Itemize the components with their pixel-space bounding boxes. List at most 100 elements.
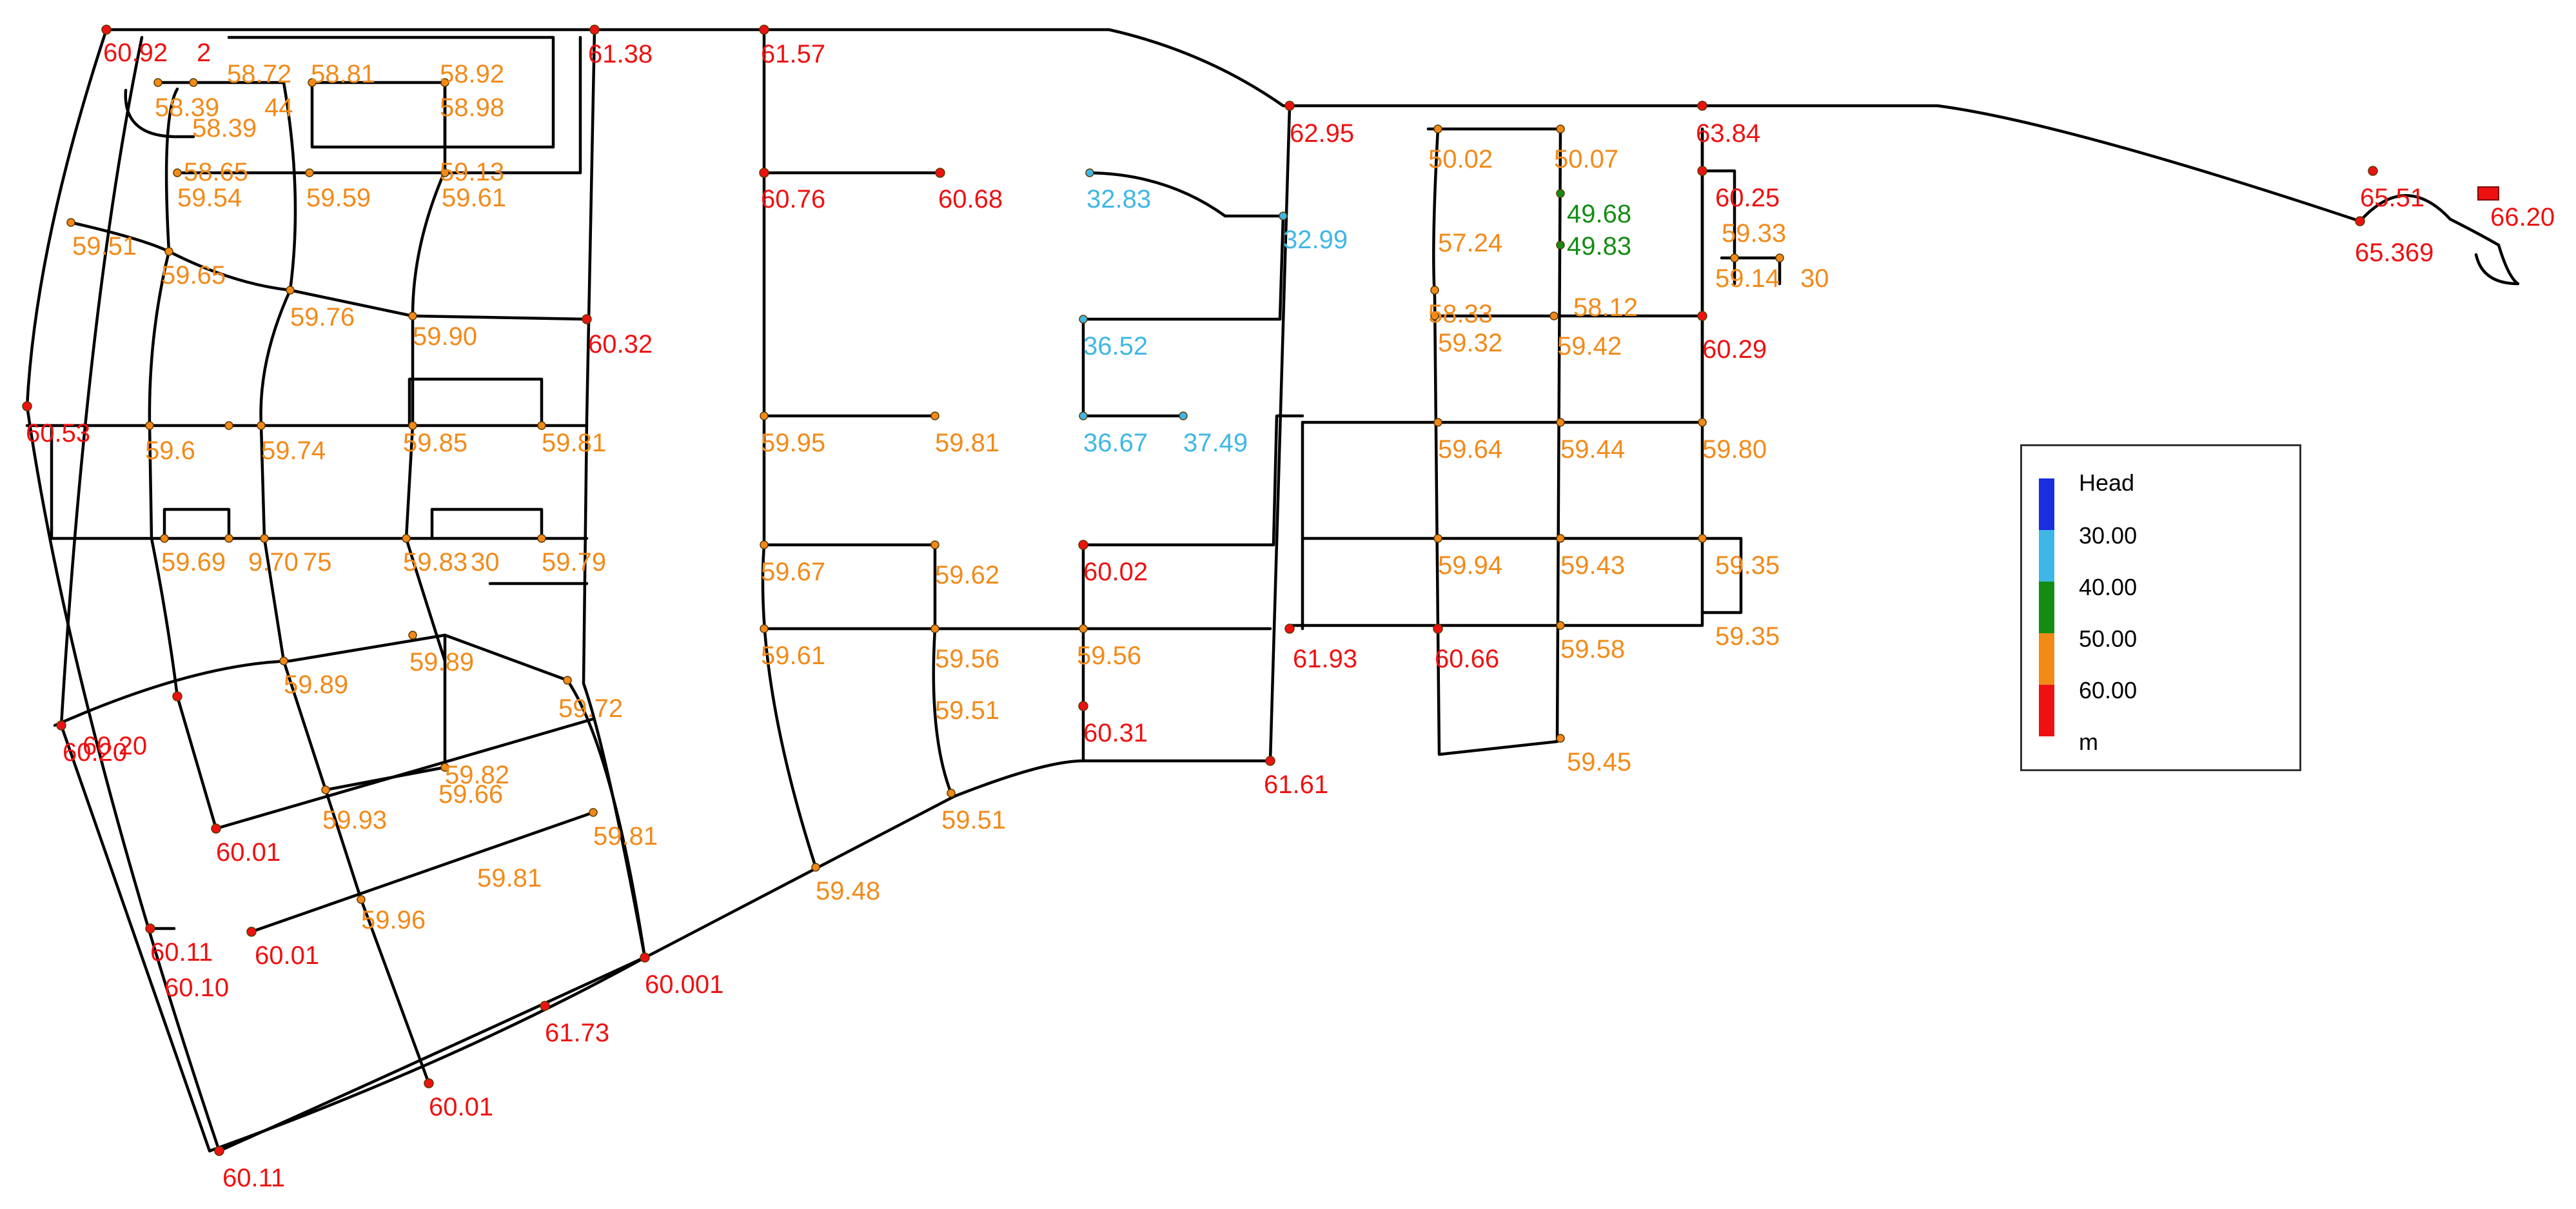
node-marker [947,789,956,798]
node-head-label: 59.89 [409,648,474,676]
node-head-label: 60.76 [761,185,825,213]
top-left-spur [69,87,179,253]
node-marker [160,534,169,543]
grid-row-1 [167,250,589,321]
node-marker [1279,211,1288,221]
legend-label-40: 40.00 [2079,574,2138,600]
node-head-label: 60.53 [26,419,90,447]
node-marker [1556,534,1565,543]
node-marker [935,168,945,178]
node-head-label: 32.99 [1283,226,1348,254]
east-loop-outer [1426,127,1562,756]
node-marker [640,952,650,963]
west-boundary-pipe [25,28,221,1153]
node-marker [224,534,233,543]
node-head-label: 59.65 [161,261,226,290]
node-marker [279,656,288,665]
node-head-label: 36.52 [1083,332,1148,360]
legend-label-30: 30.00 [2079,522,2138,549]
node-head-label: 60.10 [164,974,229,1002]
tank-icon [2477,186,2499,201]
node-head-label: 49.68 [1567,200,1631,228]
cyan-branches [1081,214,1304,547]
node-marker [1433,624,1443,634]
node-head-label: 59.96 [361,906,426,934]
node-head-label: 59.81 [542,429,606,457]
node-head-label: 60.001 [645,970,723,999]
node-head-label: 59.61 [442,184,506,212]
node-marker [224,421,233,430]
loop-top-d [175,35,582,175]
legend-label-50: 50.00 [2079,625,2138,652]
node-head-label: 60.92 [103,39,168,67]
node-marker [930,411,939,420]
node-marker [1433,418,1442,427]
node-head-label: 59.95 [761,429,825,457]
node-head-label: 59.66 [438,780,503,809]
node-marker [1730,253,1739,262]
node-head-label: 59.76 [290,303,355,331]
node-head-label: 60.29 [1702,335,1767,364]
south-inner-pipe [208,956,647,1153]
node-marker [1078,701,1088,711]
node-head-label: 59.61 [761,642,825,670]
node-head-label: 59.64 [1438,435,1502,464]
node-marker [246,927,257,937]
node-head-label: 61.61 [1264,771,1328,799]
node-head-label: 58.39 [192,114,257,143]
node-marker [260,534,269,543]
node-head-label: 59.82 [445,761,509,789]
node-marker [760,411,769,420]
node-marker [101,25,112,35]
node-head-label: 59.54 [177,184,242,212]
node-marker [1265,756,1275,766]
node-marker [408,421,417,430]
node-marker [2355,216,2365,226]
node-head-label: 60.02 [1083,558,1148,586]
node-head-label: 58.12 [1573,293,1638,322]
node-head-label: 59.56 [1077,642,1141,670]
node-marker [589,808,598,817]
node-head-label: 59.14 [1715,264,1780,293]
node-head-label: 59.32 [1438,329,1502,357]
node-marker [1079,624,1088,633]
node-head-label: 58.72 [227,60,291,88]
east-col-3 [1700,127,1743,614]
node-head-label: 59.35 [1715,622,1780,651]
grid-box-2 [408,377,544,540]
node-head-label: 59.90 [413,322,477,351]
node-marker [308,78,317,87]
node-marker [563,676,572,685]
node-head-label: 60.25 [1715,184,1780,212]
node-head-label: 59.48 [816,877,880,905]
node-marker [1078,540,1088,550]
node-head-label: 59.51 [72,232,137,260]
node-marker [1284,101,1295,111]
node-marker [408,631,417,640]
node-head-label: 60.20 [83,732,147,760]
node-head-label: 57.24 [1438,229,1502,257]
node-head-label: 59.58 [1560,635,1625,663]
legend-swatch-cyan [2039,530,2054,582]
node-head-label: 2 [197,39,211,67]
node-marker [164,247,173,256]
node-head-label: 60.01 [255,941,319,970]
node-marker [1079,411,1088,420]
node-marker [1433,534,1442,543]
legend-swatch-red [2039,685,2054,736]
node-marker [1775,253,1784,262]
node-head-label: 60.68 [938,185,1003,213]
node-marker [153,78,162,87]
node-head-label: 58.81 [311,60,375,88]
col-922-pipe [582,28,647,959]
node-head-label: 59.51 [935,696,999,725]
loop-top-b [310,81,447,149]
node-marker [1430,286,1439,295]
node-marker [1556,241,1565,250]
node-head-label: 59.6 [145,437,195,465]
node-marker [22,401,32,411]
node-head-label: 59.80 [1702,435,1767,464]
node-marker [1556,418,1565,427]
node-marker [537,534,546,543]
